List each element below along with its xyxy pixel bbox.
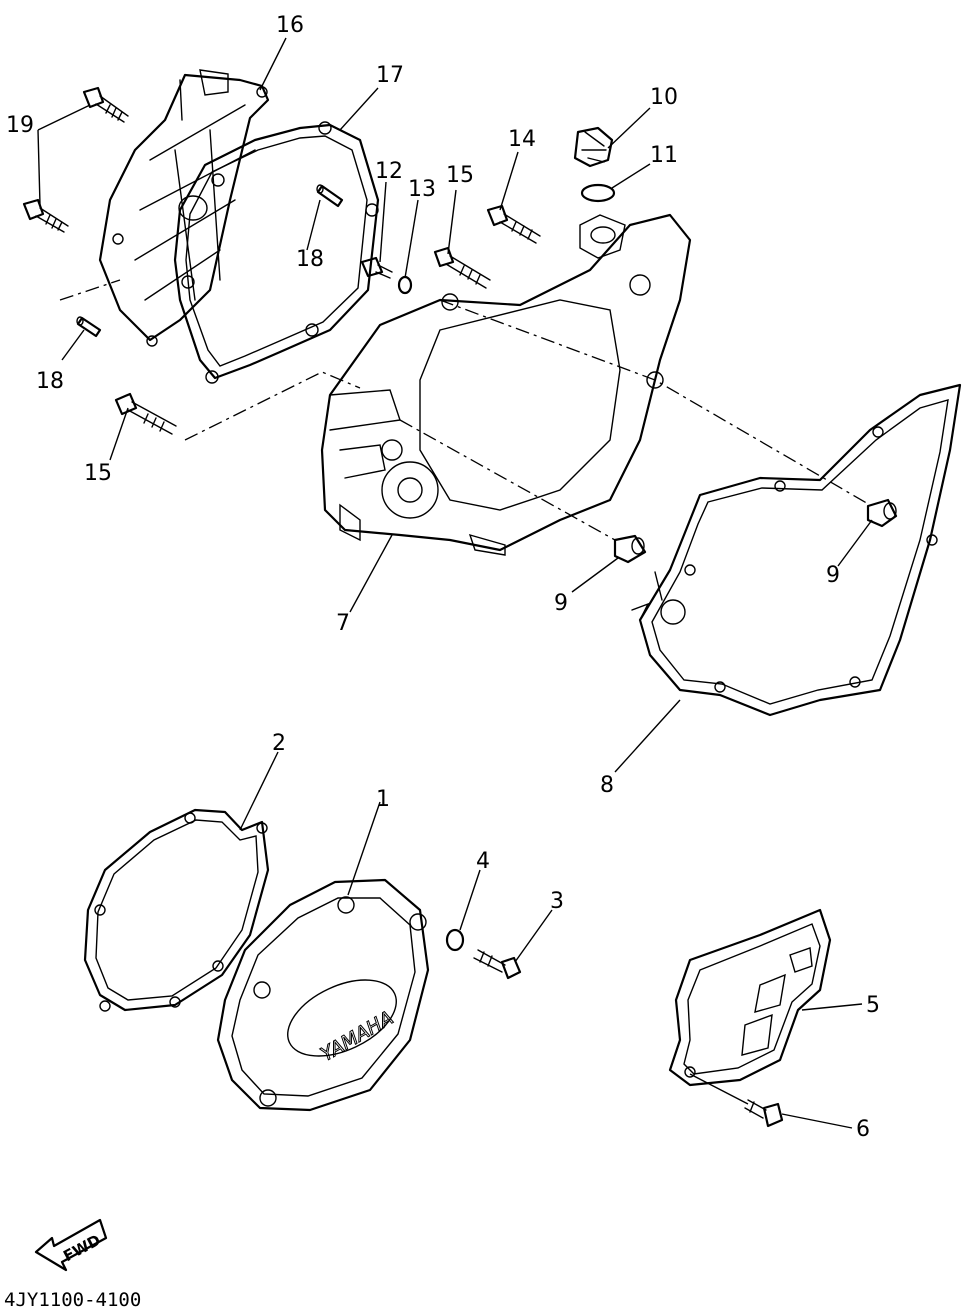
dowel-pin-18-upper (316, 184, 344, 208)
diagram-code: 4JY1100-4100 (4, 1289, 141, 1311)
callout-11: 11 (650, 143, 678, 168)
bolt-14 (486, 204, 541, 244)
washer-13 (397, 275, 413, 295)
callout-2: 2 (272, 731, 286, 756)
callout-6: 6 (856, 1117, 870, 1142)
o-ring (580, 183, 616, 203)
callout-17: 17 (376, 63, 404, 88)
callout-4: 4 (476, 849, 490, 874)
callout-15-upper: 15 (446, 163, 474, 188)
dowel-pin-18-lower (76, 316, 102, 338)
fwd-label: FWD (60, 1231, 103, 1265)
crankcase-cover-gasket (631, 383, 962, 717)
bolt-6 (744, 1099, 784, 1128)
callout-7: 7 (336, 611, 350, 636)
callout-9-right: 9 (826, 563, 840, 588)
clutch-outer-cover (98, 69, 270, 347)
bolt-15-upper (433, 246, 491, 289)
oil-filler-plug (573, 126, 614, 168)
collar-9-left (613, 534, 647, 564)
callout-13: 13 (408, 177, 436, 202)
clutch-cover-gasket (173, 121, 380, 384)
assembly-center-lines (59, 279, 871, 541)
washer-4 (445, 928, 465, 952)
callout-labels: 16 17 19 18 18 12 13 15 14 10 11 15 7 9 … (6, 13, 880, 1142)
leader-lines (37, 37, 873, 1129)
bolt-19-upper (82, 86, 129, 123)
callout-18-upper: 18 (296, 247, 324, 272)
callout-9-left: 9 (554, 591, 568, 616)
drive-chain-guard (668, 908, 832, 1087)
callout-16: 16 (276, 13, 304, 38)
cover-brand-logo: YAMAHA (317, 1007, 397, 1066)
bolt-3 (473, 949, 522, 980)
crankcase-cover-left: YAMAHA (216, 878, 430, 1112)
crankcase-cover-gasket-lower (83, 808, 270, 1012)
callout-19: 19 (6, 113, 34, 138)
collar-9-right (866, 498, 898, 528)
bolt-12 (360, 256, 393, 279)
callout-3: 3 (550, 889, 564, 914)
callout-8: 8 (600, 773, 614, 798)
forward-direction-arrow: FWD (34, 1218, 108, 1272)
callout-14: 14 (508, 127, 536, 152)
callout-1: 1 (376, 787, 390, 812)
callout-15-lower: 15 (84, 461, 112, 486)
bolt-15-lower (114, 392, 177, 435)
callout-10: 10 (650, 85, 678, 110)
callout-5: 5 (866, 993, 880, 1018)
callout-18-lower: 18 (36, 369, 64, 394)
crankcase-cover-right (320, 213, 692, 556)
callout-12: 12 (375, 159, 403, 184)
bolt-19-lower (22, 198, 69, 233)
